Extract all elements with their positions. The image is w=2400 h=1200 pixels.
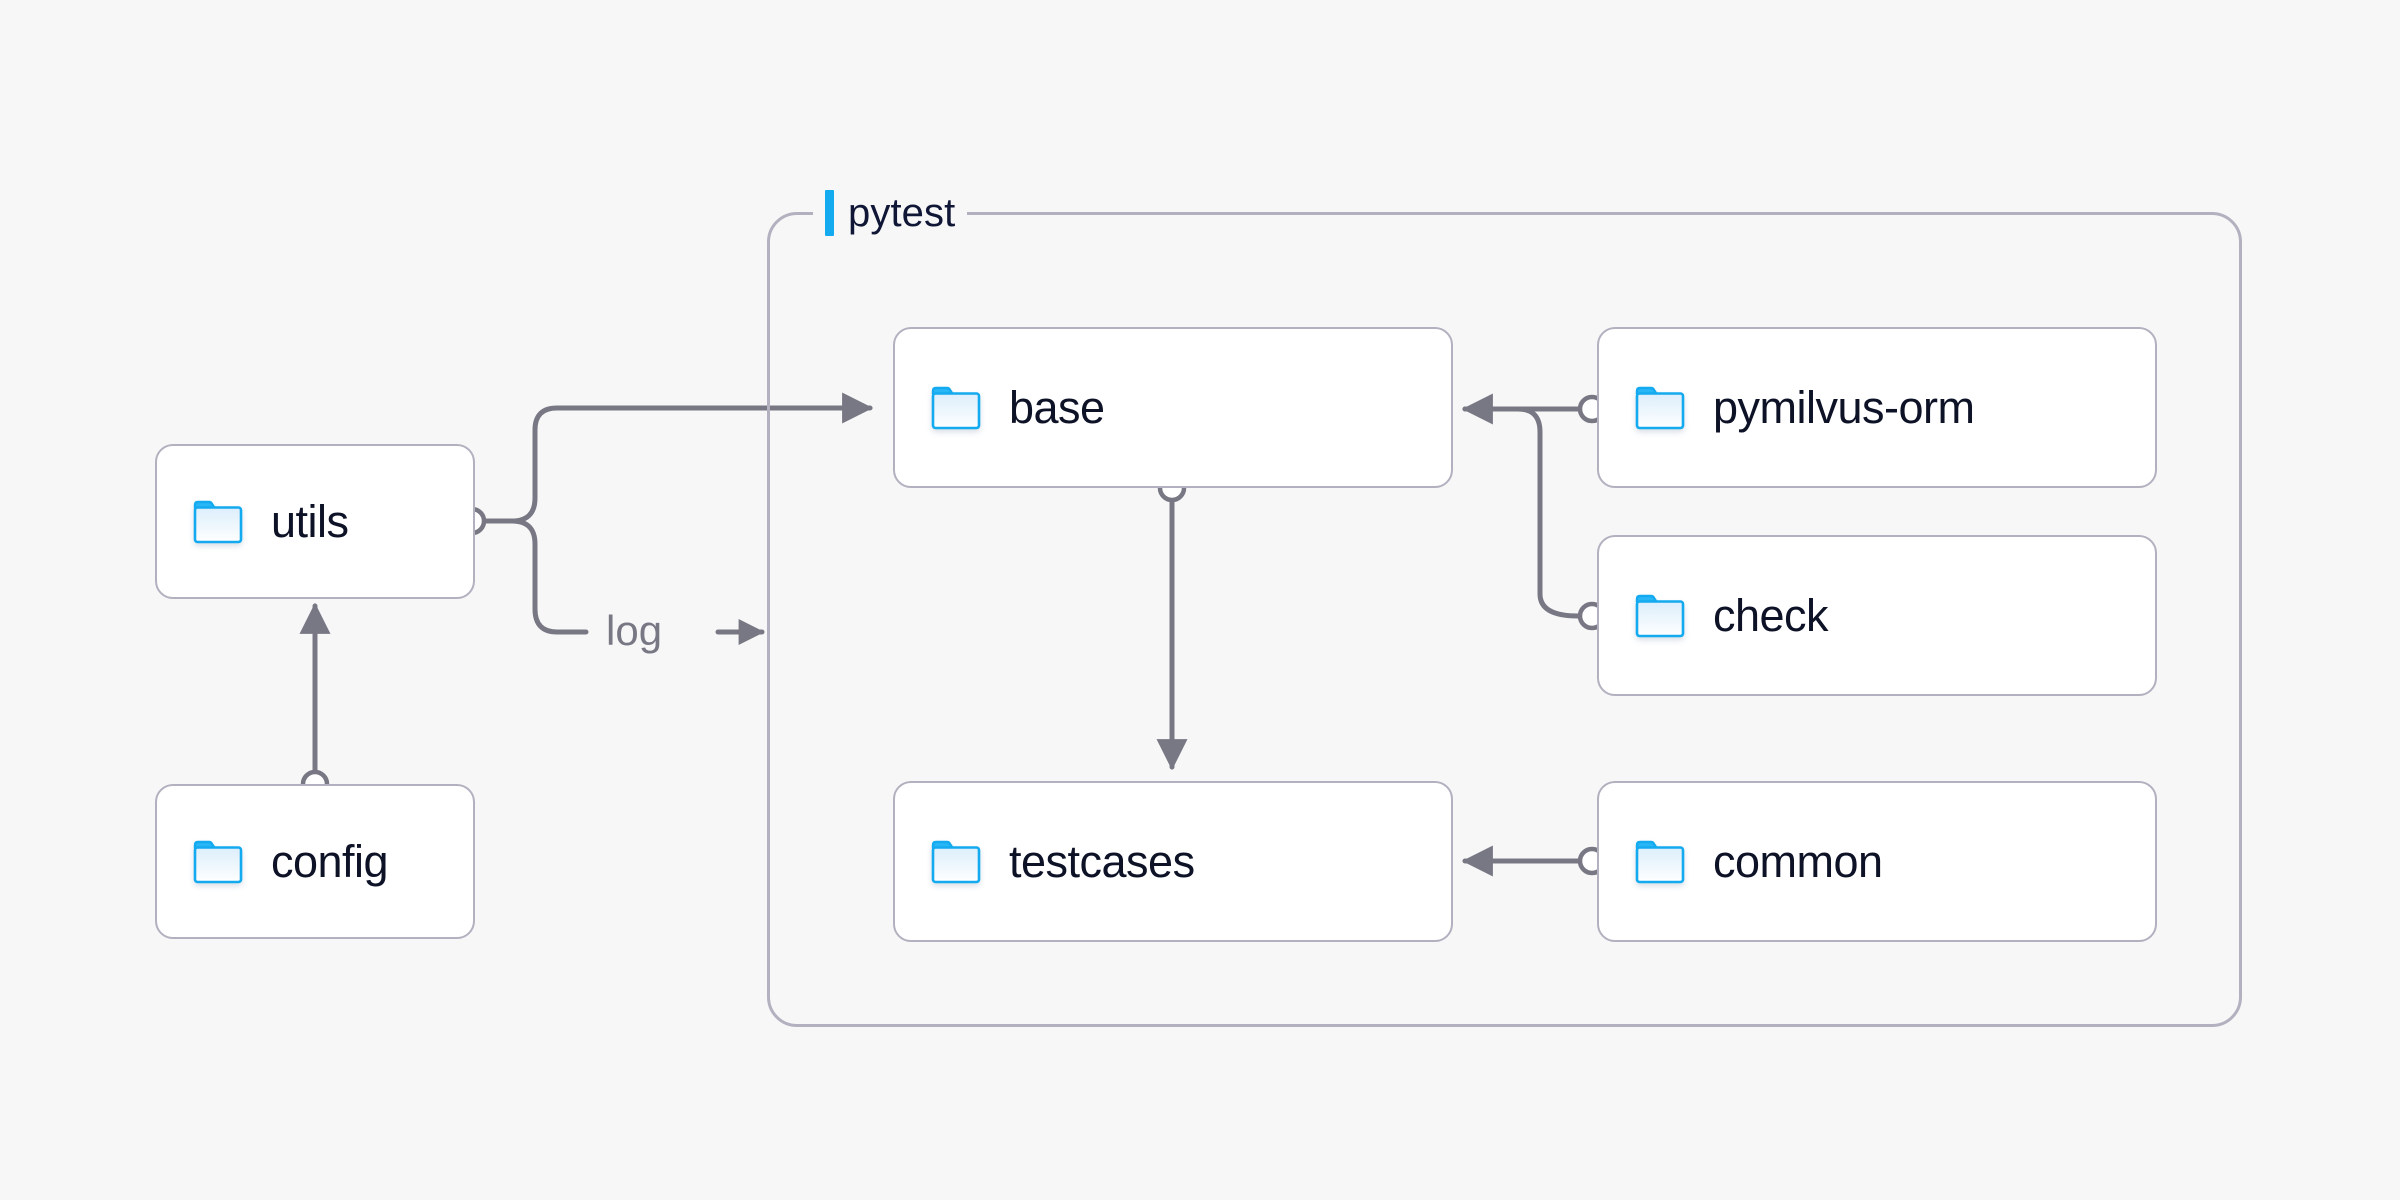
folder-icon xyxy=(1635,386,1685,429)
folder-icon xyxy=(1635,840,1685,883)
accent-bar-icon xyxy=(825,190,834,236)
group-title: pytest xyxy=(848,190,956,235)
node-label: common xyxy=(1713,836,1883,887)
node-common[interactable]: common xyxy=(1597,781,2157,942)
edge-utils-log xyxy=(480,518,589,635)
folder-icon xyxy=(1635,594,1685,637)
node-label: base xyxy=(1009,382,1105,433)
node-label: utils xyxy=(271,496,349,547)
edge-label-log: log xyxy=(596,610,673,652)
node-pymilvus-orm[interactable]: pymilvus-orm xyxy=(1597,327,2157,488)
group-pytest xyxy=(767,212,2242,1027)
folder-icon xyxy=(193,500,243,543)
node-label: testcases xyxy=(1009,836,1195,887)
folder-icon xyxy=(931,386,981,429)
node-testcases[interactable]: testcases xyxy=(893,781,1453,942)
folder-icon xyxy=(193,840,243,883)
folder-icon xyxy=(931,840,981,883)
node-label: config xyxy=(271,836,389,887)
node-config[interactable]: config xyxy=(155,784,475,939)
node-label: pymilvus-orm xyxy=(1713,382,1975,433)
node-label: check xyxy=(1713,590,1829,641)
node-base[interactable]: base xyxy=(893,327,1453,488)
node-utils[interactable]: utils xyxy=(155,444,475,599)
node-check[interactable]: check xyxy=(1597,535,2157,696)
group-pytest-label: pytest xyxy=(813,186,968,240)
